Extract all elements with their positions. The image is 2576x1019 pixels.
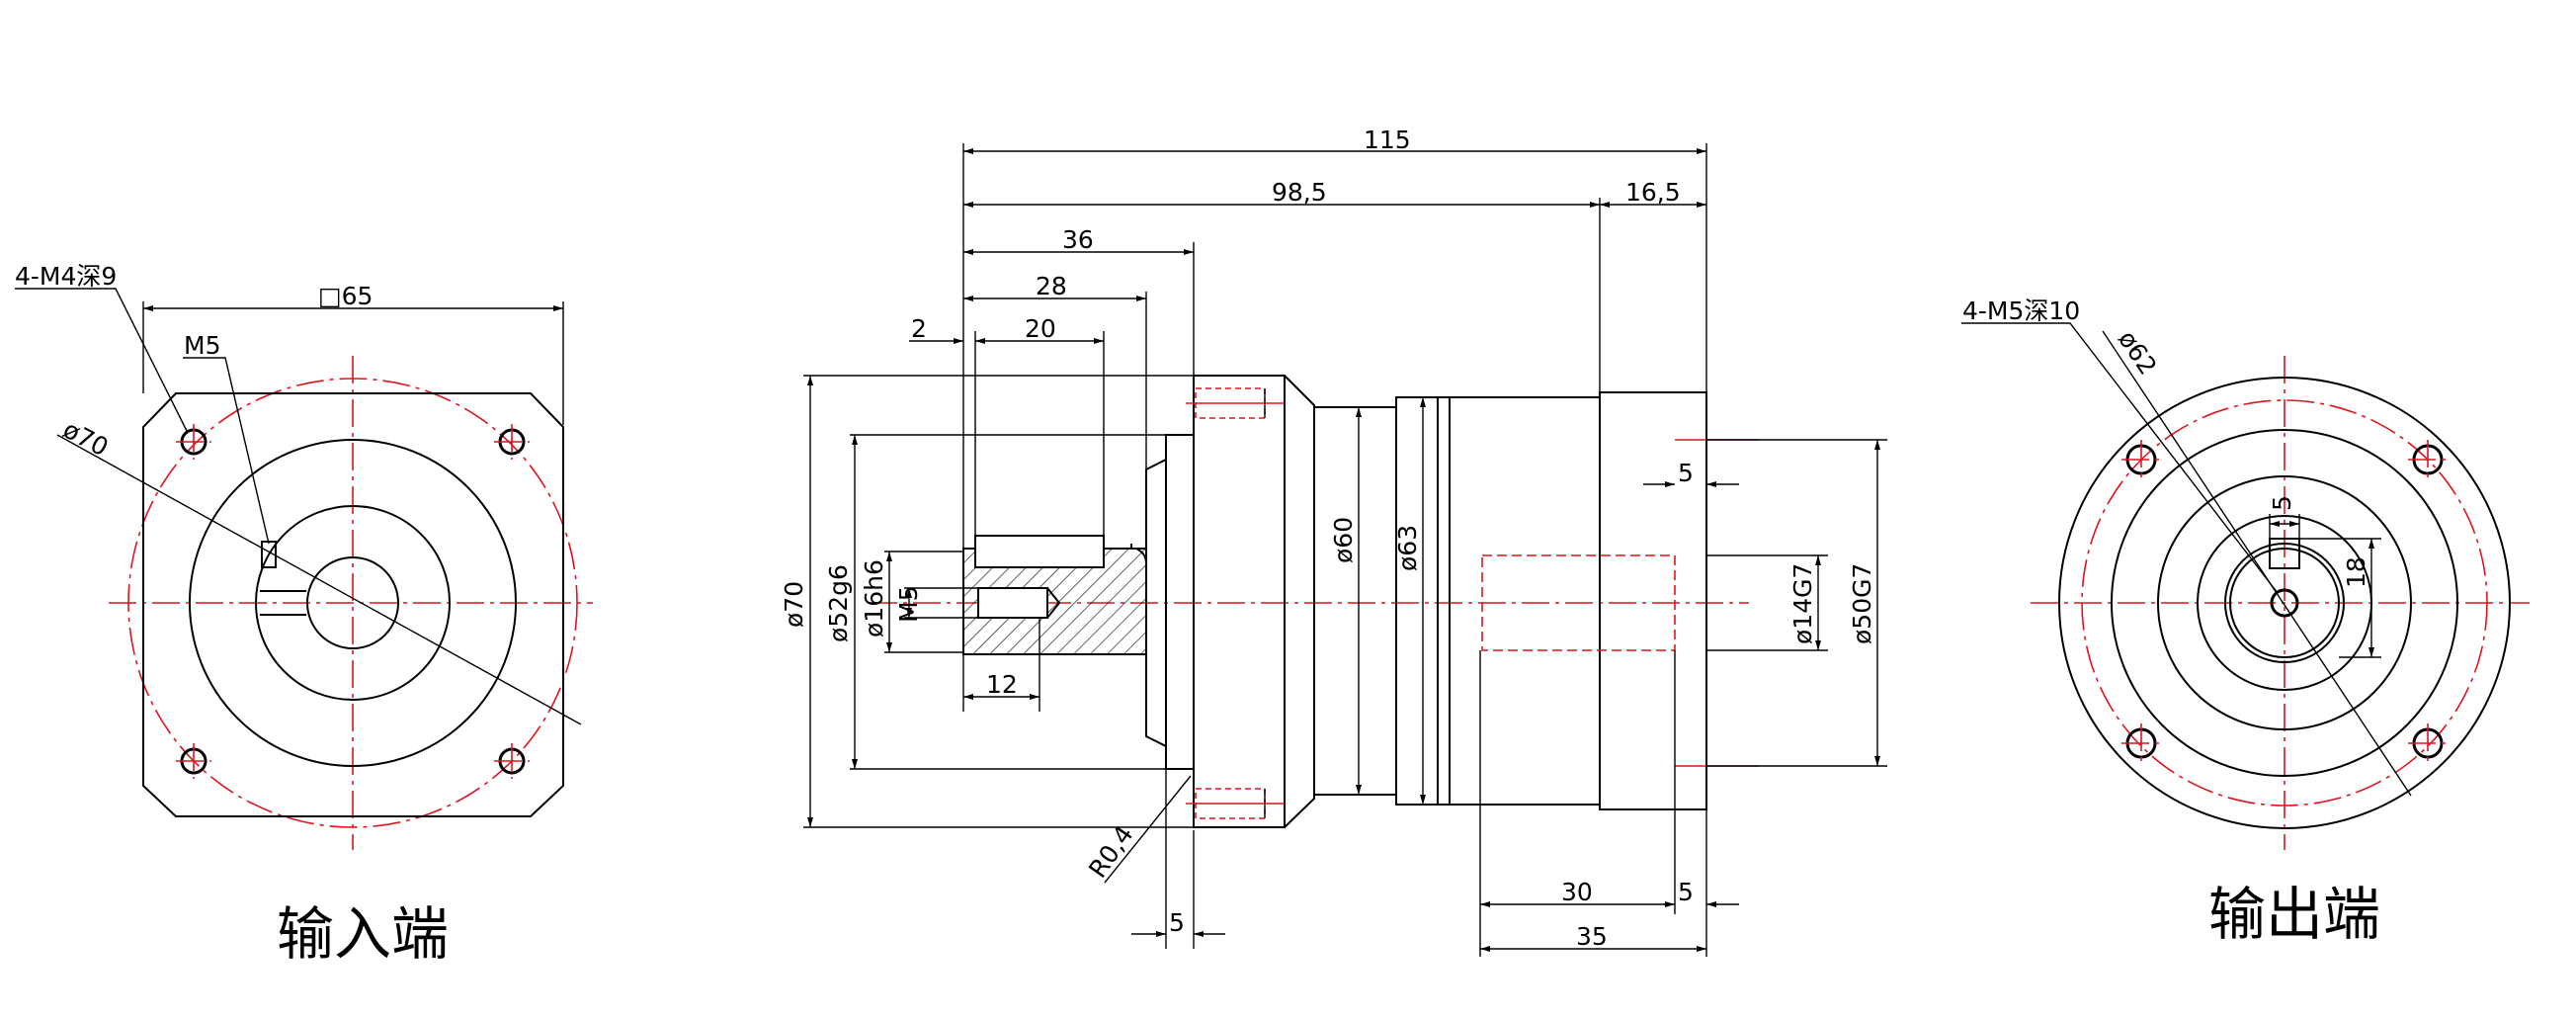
dim-28: 28 [1036,272,1067,300]
dim-phi14: ø14G7 [1788,563,1817,644]
dim-5-top: 5 [1678,459,1694,487]
dim-30: 30 [1561,878,1593,906]
fillet-label: R0,4 [1083,820,1139,883]
dim-36: 36 [1062,225,1094,254]
flange-tapped-hole [1186,788,1285,819]
input-mounting-hole [176,743,211,779]
dim-phi52: ø52g6 [824,564,853,642]
output-holes-label: 4-M5深10 [1962,297,2080,325]
output-end-view: 5 18 4-M5深10 ø62 输出端 [1961,297,2530,948]
dim-35: 35 [1576,922,1608,951]
dim-5-bottom: 5 [1678,878,1694,906]
output-key-width: 5 [2268,495,2296,511]
output-mounting-hole [2408,723,2448,763]
output-mounting-hole [2121,440,2161,479]
dim-2: 2 [911,314,927,343]
dim-m5: M5 [894,586,923,623]
input-mounting-hole [176,424,211,460]
output-end-caption: 输出端 [2208,881,2380,948]
dim-98-5: 98,5 [1272,178,1327,207]
flange-tapped-hole [1186,387,1285,419]
dim-phi16: ø16h6 [860,559,888,637]
dim-20: 20 [1025,314,1056,343]
input-pcd-label: ø70 [58,415,113,463]
input-holes-label: 4-M4深9 [15,262,117,291]
input-end-view: 4-M4深9 M5 ø70 □65 输入端 [15,262,593,968]
dim-phi70: ø70 [780,581,808,628]
dim-phi60: ø60 [1329,517,1358,563]
input-mounting-hole [494,743,530,779]
dim-12: 12 [986,670,1018,699]
output-pcd-label: ø62 [2113,325,2162,380]
input-end-caption: 输入端 [277,900,449,968]
output-mounting-hole [2408,440,2448,479]
dim-115: 115 [1364,126,1411,154]
dim-phi63: ø63 [1393,525,1422,571]
output-flange [2058,377,2511,829]
dim-phi50: ø50G7 [1848,563,1876,644]
side-view: 115 98,5 16,5 36 28 20 2 12 5 5 30 5 35 … [780,126,1887,957]
dim-5-left: 5 [1169,908,1185,937]
input-screw-label: M5 [184,331,220,360]
input-square-label: □65 [318,282,373,310]
output-key-height: 18 [2342,556,2370,588]
output-mounting-hole [2121,723,2161,763]
input-square-flange [142,392,564,817]
input-mounting-hole [494,424,530,460]
dim-16-5: 16,5 [1625,178,1681,207]
